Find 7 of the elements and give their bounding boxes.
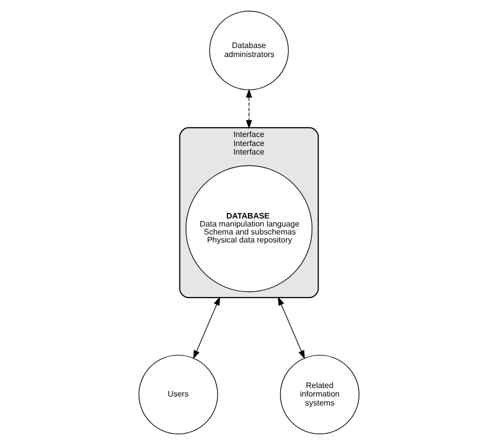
arrow <box>246 88 252 129</box>
arrow <box>278 296 305 360</box>
node-circle: DATABASE Data manipulation language Schema and subschemas Physical data repository <box>186 165 312 292</box>
arrow <box>193 296 220 360</box>
node-circle: Database administrators <box>209 10 289 90</box>
node-circle: Related information systems <box>280 354 360 434</box>
node-circle: Users <box>138 354 218 434</box>
